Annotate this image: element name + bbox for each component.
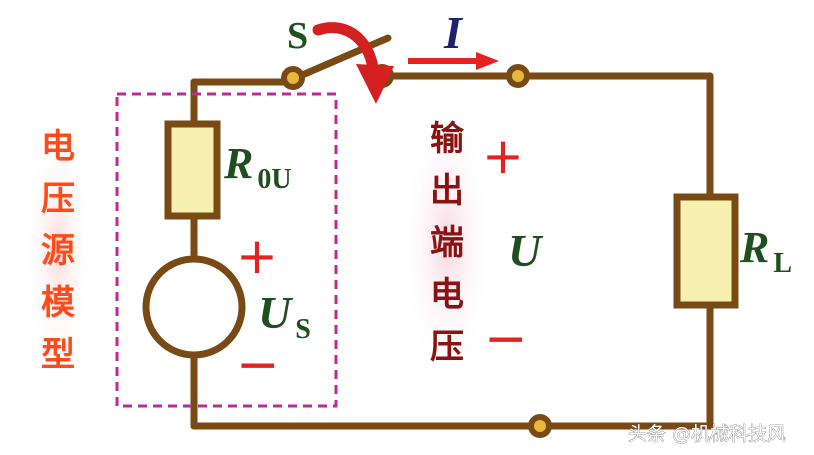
source-label: U S	[258, 287, 311, 345]
source-label-sub: S	[295, 314, 311, 345]
source-plus-sign: +	[236, 227, 278, 285]
current-arrow-icon	[408, 52, 499, 70]
left-caption-char: 模	[41, 283, 75, 323]
left-caption-char: 电	[41, 127, 75, 167]
left-caption-char: 型	[41, 335, 75, 375]
switch-blade	[289, 34, 392, 83]
middle-caption-char: 出	[430, 171, 464, 211]
internal-resistor	[164, 120, 221, 220]
internal-resistor-label-sub: 0U	[257, 164, 291, 195]
switch-pivot-terminal	[281, 66, 305, 90]
output-terminal-top	[506, 64, 530, 88]
output-plus-sign: +	[482, 127, 524, 185]
switch-arrow-icon	[312, 22, 394, 104]
middle-caption-char: 输	[430, 119, 465, 159]
caption-highlight	[401, 105, 493, 385]
current-label: I	[443, 7, 464, 58]
left-caption-char: 压	[41, 179, 75, 219]
load-resistor-label-main: R	[739, 223, 769, 272]
output-voltage-label: U	[508, 225, 544, 276]
left-caption: 电 压 源 模 型	[41, 127, 75, 375]
output-minus-sign: −	[484, 309, 528, 369]
source-minus-sign: −	[236, 335, 280, 395]
middle-caption: 输 出 端 电 压	[430, 119, 465, 367]
internal-resistor-label: R 0U	[223, 139, 292, 195]
source-label-main: U	[258, 287, 294, 338]
load-resistor	[673, 193, 739, 309]
load-resistor-label: R L	[739, 223, 792, 279]
middle-caption-char: 电	[430, 275, 464, 315]
voltage-source-model-box	[115, 92, 338, 408]
internal-resistor-label-main: R	[223, 139, 253, 188]
output-terminal-bottom	[528, 414, 552, 438]
middle-caption-char: 端	[430, 223, 464, 263]
voltage-source-circle	[142, 255, 246, 359]
load-resistor-label-sub: L	[773, 248, 792, 279]
middle-caption-char: 压	[430, 327, 464, 367]
left-caption-highlight	[24, 120, 92, 380]
watermark: 头条 @机械科技风	[628, 423, 786, 445]
switch-label: S	[287, 15, 308, 57]
left-caption-char: 源	[41, 231, 75, 271]
